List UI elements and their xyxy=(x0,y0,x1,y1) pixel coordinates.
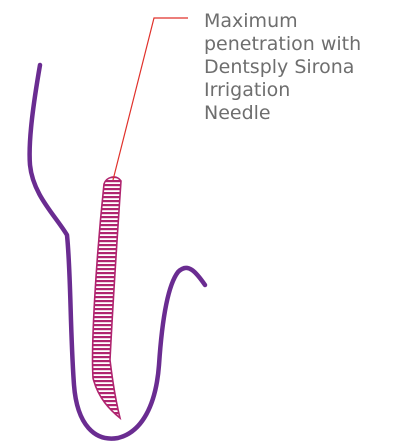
callout-line-5: Needle xyxy=(204,102,400,125)
callout-label: Maximum penetration with Dentsply Sirona… xyxy=(204,10,400,125)
callout-line-1: Maximum xyxy=(204,10,400,33)
irrigation-needle xyxy=(93,177,121,418)
callout-line-2: penetration with xyxy=(204,33,400,56)
callout-line-4: Irrigation xyxy=(204,79,400,102)
root-canal-outline xyxy=(30,65,205,439)
callout-line-3: Dentsply Sirona xyxy=(204,56,400,79)
leader-line xyxy=(113,18,188,180)
